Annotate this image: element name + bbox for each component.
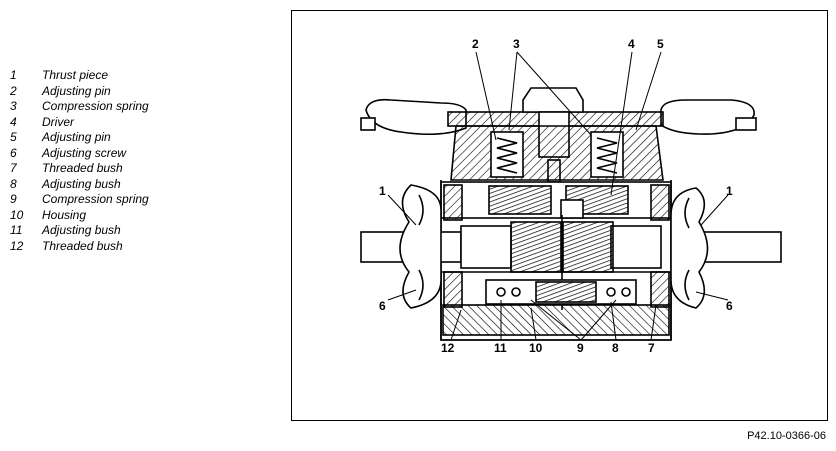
callout-1-left: 1 — [379, 184, 386, 198]
callout-12: 12 — [441, 341, 455, 355]
callout-9: 9 — [577, 341, 584, 355]
callout-8: 8 — [612, 341, 619, 355]
steering-column-adjuster-cross-section: 2 3 4 5 1 1 6 6 12 11 10 9 8 7 — [360, 37, 782, 355]
figure-code: P42.10-0366-06 — [747, 430, 826, 442]
callout-1-right: 1 — [726, 184, 733, 198]
diagram-frame — [291, 10, 828, 421]
callout-7: 7 — [648, 341, 655, 355]
callout-6-right: 6 — [726, 299, 733, 313]
callout-4: 4 — [628, 37, 635, 51]
callout-5: 5 — [657, 37, 664, 51]
callout-2: 2 — [472, 37, 479, 51]
callout-11: 11 — [494, 341, 507, 355]
callout-3: 3 — [513, 37, 520, 51]
callout-6-left: 6 — [379, 299, 386, 313]
callout-10: 10 — [529, 341, 543, 355]
